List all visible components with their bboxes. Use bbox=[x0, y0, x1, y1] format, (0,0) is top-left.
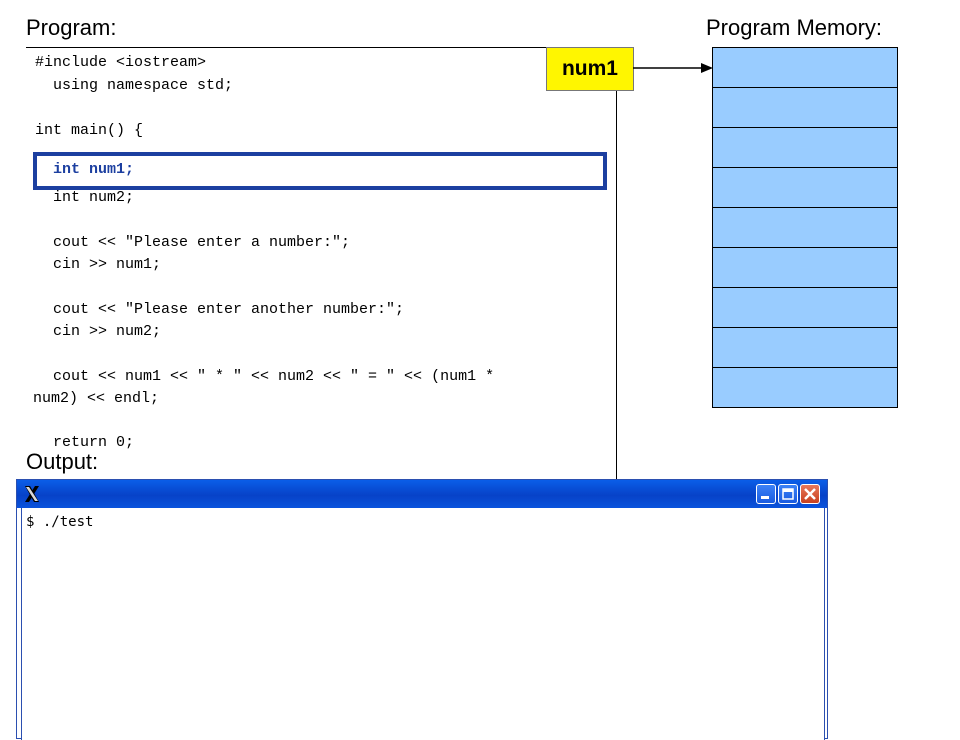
code-line-cout-result: cout << num1 << " * " << num2 << " = " <… bbox=[35, 368, 495, 385]
code-line-num1-declaration: int num1; bbox=[35, 161, 135, 178]
memory-cell bbox=[713, 328, 897, 368]
close-icon bbox=[804, 488, 816, 500]
code-line-main: int main() { bbox=[35, 122, 144, 139]
memory-cell bbox=[713, 128, 897, 168]
current-line-highlight-box bbox=[33, 152, 607, 190]
close-button[interactable] bbox=[800, 484, 820, 504]
code-line-cin-num1: cin >> num1; bbox=[35, 256, 162, 273]
code-line-cin-num2: cin >> num2; bbox=[35, 323, 162, 340]
arrow-right-icon bbox=[633, 63, 713, 73]
minimize-icon bbox=[761, 496, 769, 499]
memory-cell bbox=[713, 288, 897, 328]
maximize-icon bbox=[782, 488, 794, 500]
x-window-icon bbox=[25, 486, 39, 502]
output-heading: Output: bbox=[26, 449, 99, 474]
code-line-namespace: using namespace std; bbox=[35, 77, 234, 94]
variable-label-num1: num1 bbox=[546, 47, 634, 91]
memory-cell bbox=[713, 248, 897, 288]
memory-cell bbox=[713, 168, 897, 208]
code-line-include: #include <iostream> bbox=[35, 54, 207, 71]
program-memory-cells bbox=[712, 47, 898, 408]
program-code-panel: #include <iostream> using namespace std;… bbox=[26, 47, 617, 480]
program-memory-heading: Program Memory: bbox=[706, 15, 883, 40]
memory-cell bbox=[713, 88, 897, 128]
code-line-cout-prompt2: cout << "Please enter another number:"; bbox=[35, 301, 405, 318]
minimize-button[interactable] bbox=[756, 484, 776, 504]
code-line-num2-declaration: int num2; bbox=[35, 189, 135, 206]
code-clip-area: #include <iostream> using namespace std;… bbox=[26, 48, 616, 451]
memory-cell bbox=[713, 48, 897, 88]
output-terminal-window: $ ./test bbox=[16, 479, 828, 740]
code-line-cout-result-cont: num2) << endl; bbox=[33, 390, 160, 407]
terminal-titlebar[interactable] bbox=[17, 480, 827, 508]
code-line-return: return 0; bbox=[35, 434, 135, 451]
terminal-prompt-line: $ ./test bbox=[26, 514, 94, 530]
terminal-body[interactable]: $ ./test bbox=[21, 508, 825, 740]
code-line-cout-prompt1: cout << "Please enter a number:"; bbox=[35, 234, 351, 251]
program-heading: Program: bbox=[26, 15, 117, 40]
maximize-button[interactable] bbox=[778, 484, 798, 504]
memory-cell bbox=[713, 368, 897, 408]
memory-cell bbox=[713, 208, 897, 248]
